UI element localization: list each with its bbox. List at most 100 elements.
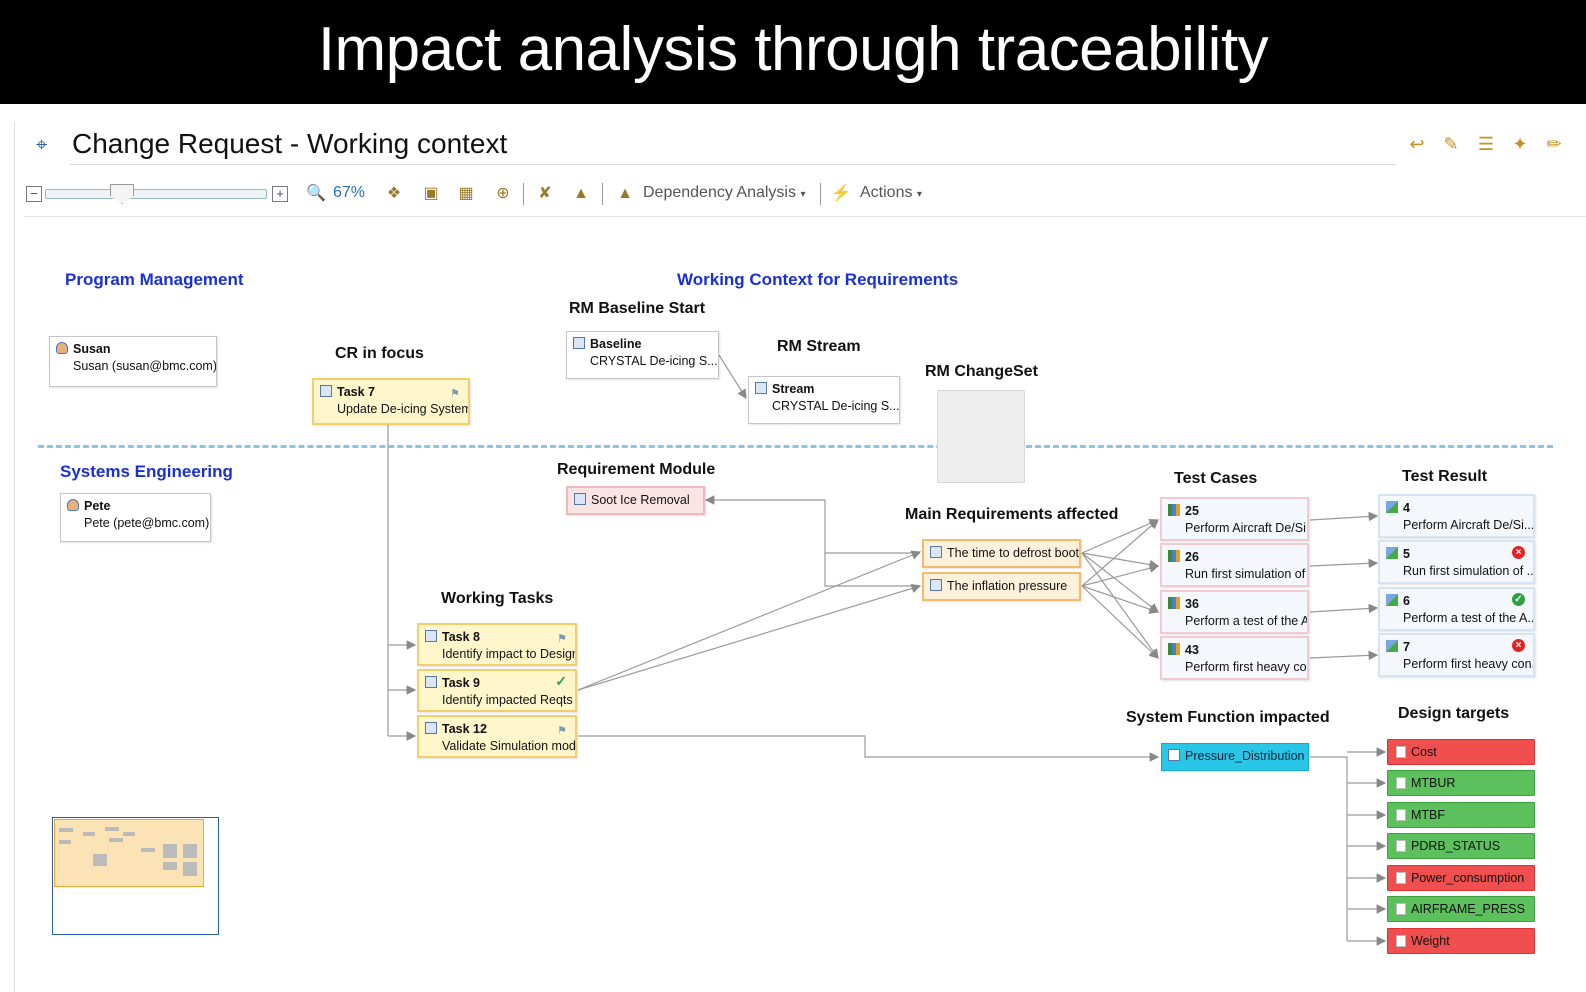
flag-icon: ⚑: [450, 388, 460, 400]
link-req2-tc25: [1081, 519, 1159, 587]
test-case-node[interactable]: 25 Perform Aircraft De/Si...: [1160, 497, 1309, 541]
design-target-node[interactable]: Weight: [1387, 928, 1535, 954]
page-title: Change Request - Working context: [72, 128, 508, 159]
layout-icon[interactable]: ✦: [1512, 134, 1528, 154]
actions-icon[interactable]: ⚡: [831, 185, 851, 202]
magnify-icon[interactable]: ⊕: [496, 185, 510, 202]
design-target-node[interactable]: AIRFRAME_PRESS: [1387, 896, 1535, 922]
zoom-out-button[interactable]: −: [26, 186, 42, 202]
person-card-susan[interactable]: Susan Susan (susan@bmc.com): [49, 336, 217, 387]
zoom-level[interactable]: 67%: [333, 184, 366, 201]
requirement-module-node[interactable]: Soot Ice Removal: [566, 486, 705, 515]
page-icon: [1396, 746, 1406, 758]
actions-menu[interactable]: Actions ▾: [860, 184, 922, 201]
module-icon: [574, 493, 586, 505]
header-underline: [70, 164, 1396, 165]
link-req1-tc36: [1081, 552, 1159, 613]
test-case-icon: [1168, 550, 1180, 562]
test-result-node[interactable]: 7 Perform first heavy con... ×: [1378, 633, 1535, 677]
link-tc36-r6: [1309, 603, 1379, 614]
user-icon: [67, 499, 79, 511]
design-target-node[interactable]: MTBUR: [1387, 770, 1535, 796]
toolbar-divider: [24, 216, 1586, 217]
task-icon: [425, 676, 437, 688]
open-icon[interactable]: ↩: [1409, 134, 1425, 154]
zoom-slider[interactable]: [45, 189, 267, 199]
test-case-node[interactable]: 43 Perform first heavy con...: [1160, 636, 1309, 680]
zoom-slider-thumb[interactable]: [110, 184, 134, 204]
link-module-req2: [824, 553, 920, 587]
working-task-node[interactable]: Task 9 Identify impacted Reqts ✓: [417, 669, 577, 712]
label-rm-changeset: RM ChangeSet: [925, 363, 1038, 380]
label-test-result: Test Result: [1402, 468, 1488, 485]
fail-icon: ×: [1512, 639, 1525, 652]
person-card-pete[interactable]: Pete Pete (pete@bmc.com): [60, 493, 211, 542]
zoom-in-button[interactable]: +: [272, 186, 288, 202]
link-task9-req2: [577, 583, 922, 691]
slide-banner-title: Impact analysis through traceability: [0, 0, 1586, 104]
link-tc26-r5: [1309, 558, 1379, 569]
label-system-function: System Function impacted: [1126, 709, 1330, 726]
zoom-search-icon[interactable]: 🔍: [306, 185, 326, 202]
fit-to-screen-icon[interactable]: ❖: [386, 185, 402, 202]
requirement-icon: [930, 579, 942, 591]
overview-minimap[interactable]: [52, 817, 219, 935]
working-task-node[interactable]: Task 12 Validate Simulation model ⚑: [417, 715, 577, 758]
fail-icon: ×: [1512, 546, 1525, 559]
test-result-icon: [1386, 640, 1398, 652]
test-result-node[interactable]: 4 Perform Aircraft De/Si...: [1378, 494, 1535, 538]
section-program-management: Program Management: [65, 270, 244, 289]
test-case-node[interactable]: 36 Perform a test of the A...: [1160, 590, 1309, 634]
pass-icon: ✓: [1512, 593, 1525, 606]
design-target-node[interactable]: PDRB_STATUS: [1387, 833, 1535, 859]
link-sysfunc-trunk: [1310, 756, 1348, 941]
swimlane-divider: [38, 445, 1553, 448]
test-case-node[interactable]: 26 Run first simulation of ...: [1160, 543, 1309, 587]
design-target-node[interactable]: Cost: [1387, 739, 1535, 765]
link-req1-tc43: [1081, 552, 1159, 659]
label-rm-stream: RM Stream: [777, 338, 861, 355]
baseline-node[interactable]: Baseline CRYSTAL De-icing S...: [566, 331, 719, 379]
actual-size-icon[interactable]: ▣: [423, 185, 439, 202]
link-tc25-r4: [1309, 511, 1379, 522]
link-baseline-stream: [718, 354, 747, 400]
dependency-analysis-menu[interactable]: Dependency Analysis ▾: [643, 184, 806, 201]
link-icon[interactable]: ✎: [1443, 134, 1459, 154]
page-icon: [1396, 809, 1406, 821]
link-req2-tc26: [1081, 563, 1160, 587]
toolbar-separator: [602, 183, 603, 205]
stream-icon: [755, 382, 767, 394]
test-result-node[interactable]: 5 Run first simulation of ... ×: [1378, 540, 1535, 584]
system-function-node[interactable]: Pressure_Distribution: [1161, 743, 1309, 771]
minimap-node: [123, 832, 135, 836]
design-target-node[interactable]: Power_consumption: [1387, 865, 1535, 891]
page-icon: [1396, 872, 1406, 884]
design-target-node[interactable]: MTBF: [1387, 802, 1535, 828]
section-systems-engineering: Systems Engineering: [60, 462, 233, 481]
link-req2-tc36: [1081, 585, 1160, 614]
cr-task-node[interactable]: Task 7 Update De-icing System ⚑: [312, 378, 470, 425]
label-requirement-module: Requirement Module: [557, 461, 716, 478]
pencil-icon[interactable]: ✏: [1546, 134, 1562, 154]
checkmark-icon: ✓: [555, 673, 567, 689]
label-working-tasks: Working Tasks: [441, 590, 554, 607]
test-result-icon: [1386, 594, 1398, 606]
page-icon: [1396, 903, 1406, 915]
toolbar-separator: [820, 183, 821, 205]
changeset-placeholder[interactable]: [937, 390, 1025, 483]
auto-layout-icon[interactable]: ▦: [458, 185, 474, 202]
stream-node[interactable]: Stream CRYSTAL De-icing S...: [748, 376, 900, 424]
edit-list-icon[interactable]: ☰: [1477, 134, 1495, 154]
requirement-node[interactable]: The inflation pressure: [922, 572, 1081, 601]
test-result-node[interactable]: 6 Perform a test of the A... ✓: [1378, 587, 1535, 631]
page-icon: [1396, 935, 1406, 947]
requirement-node[interactable]: The time to defrost boot: [922, 539, 1081, 568]
filter-icon[interactable]: ✘: [538, 185, 552, 202]
minimap-viewport[interactable]: [54, 819, 204, 887]
toolbar-separator: [523, 183, 524, 205]
dependency-icon[interactable]: ▲: [617, 185, 633, 202]
working-task-node[interactable]: Task 8 Identify impact to Design ⚑: [417, 623, 577, 666]
users-icon[interactable]: ▲: [573, 185, 589, 202]
label-rm-baseline-start: RM Baseline Start: [569, 300, 706, 317]
